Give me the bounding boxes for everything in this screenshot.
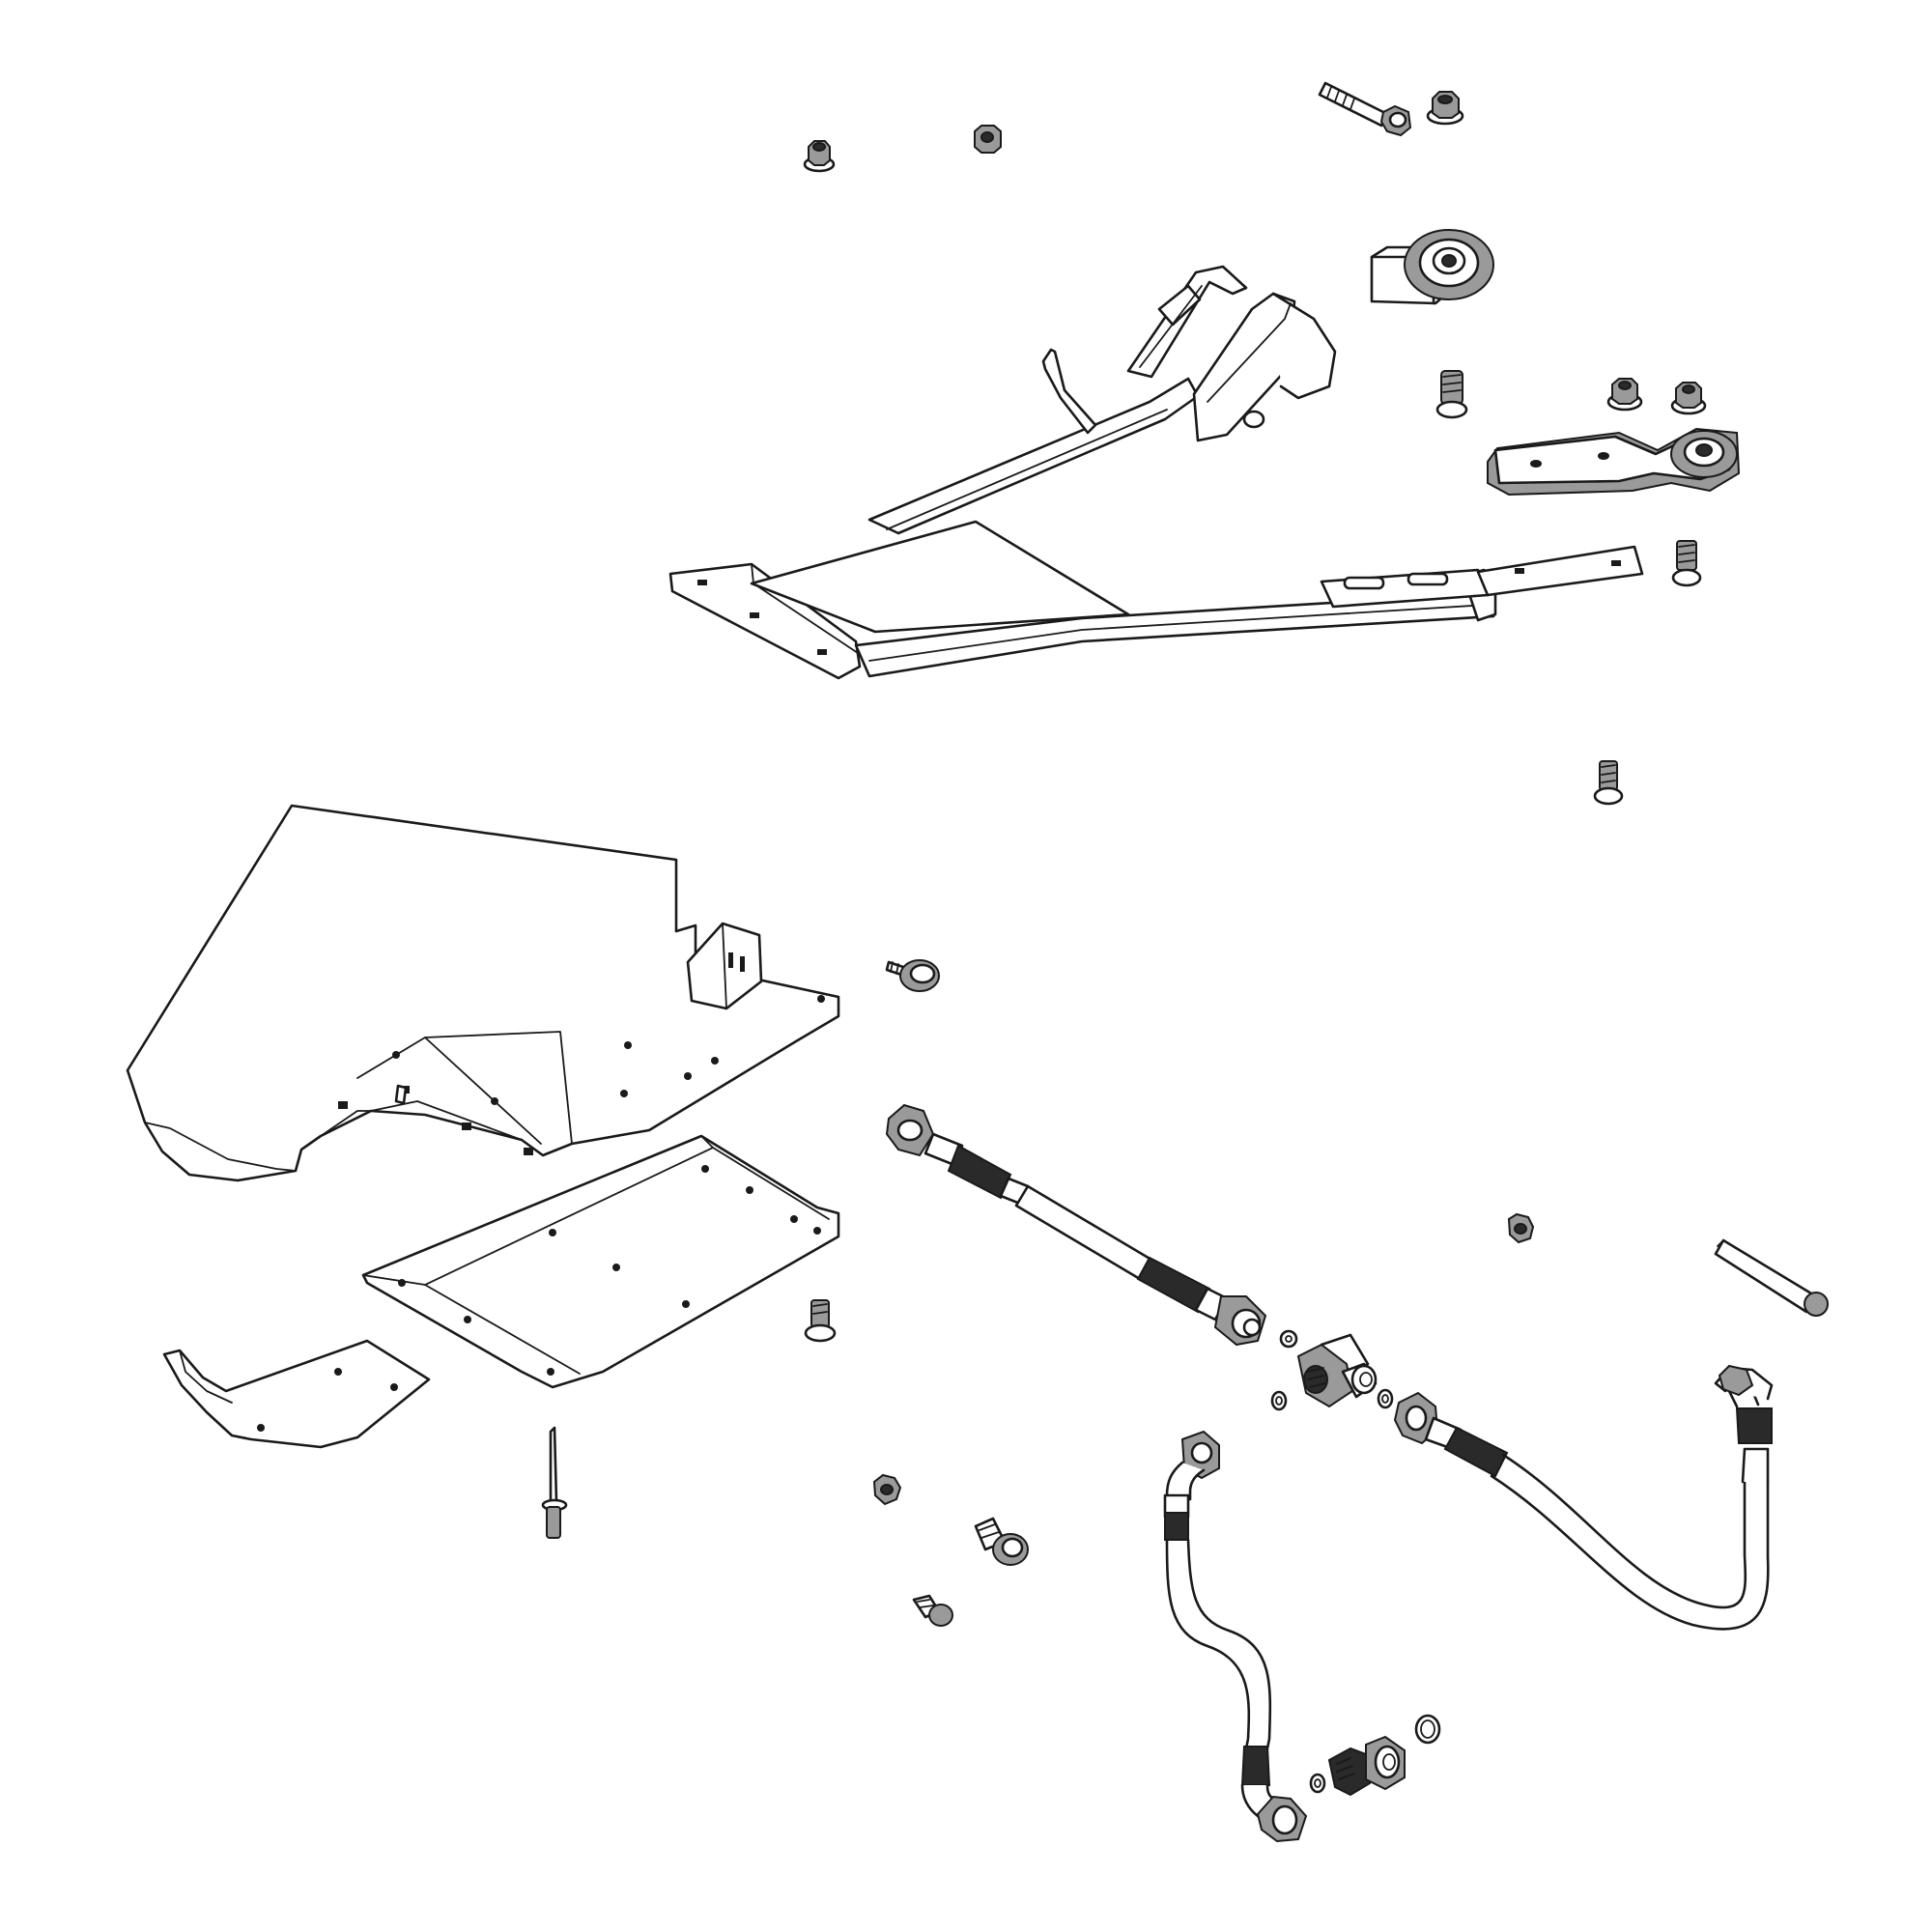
link-arm-icon <box>1487 427 1741 497</box>
flange-nut-icon <box>1670 382 1707 415</box>
shield-icon <box>126 804 840 1182</box>
hex-nut-icon <box>1507 1212 1535 1244</box>
bolt-icon <box>1318 81 1412 137</box>
screw-icon <box>804 1299 837 1343</box>
frame-icon <box>668 265 1644 680</box>
adapter-fitting-icon <box>1327 1735 1406 1797</box>
o-ring-icon <box>1279 1329 1298 1349</box>
flange-nut-icon <box>803 140 836 173</box>
o-ring-icon <box>1270 1390 1288 1411</box>
screw-icon <box>1593 760 1624 806</box>
screw-icon <box>1671 540 1702 587</box>
o-ring-icon <box>1414 1714 1441 1745</box>
hose-icon <box>1393 1364 1774 1631</box>
tee-fitting-icon <box>1296 1333 1378 1408</box>
hex-nut-icon <box>872 1473 902 1506</box>
flange-nut-icon <box>1606 378 1643 412</box>
o-ring-icon <box>1377 1388 1394 1409</box>
hose-icon <box>885 1103 1267 1347</box>
bushing-icon <box>1370 229 1494 305</box>
hex-nut-icon <box>974 125 1002 154</box>
plate-icon <box>361 1134 840 1389</box>
bolt-icon <box>974 1517 1029 1566</box>
hose-icon <box>1163 1430 1308 1843</box>
pin-icon <box>1714 1238 1829 1317</box>
bolt-icon <box>885 959 940 992</box>
screw-icon <box>912 1594 953 1627</box>
bolt-icon <box>1435 370 1468 419</box>
o-ring-icon <box>1309 1773 1326 1794</box>
deflector-icon <box>162 1339 431 1449</box>
flange-nut-icon <box>1426 91 1464 126</box>
rivet-icon <box>541 1426 568 1539</box>
